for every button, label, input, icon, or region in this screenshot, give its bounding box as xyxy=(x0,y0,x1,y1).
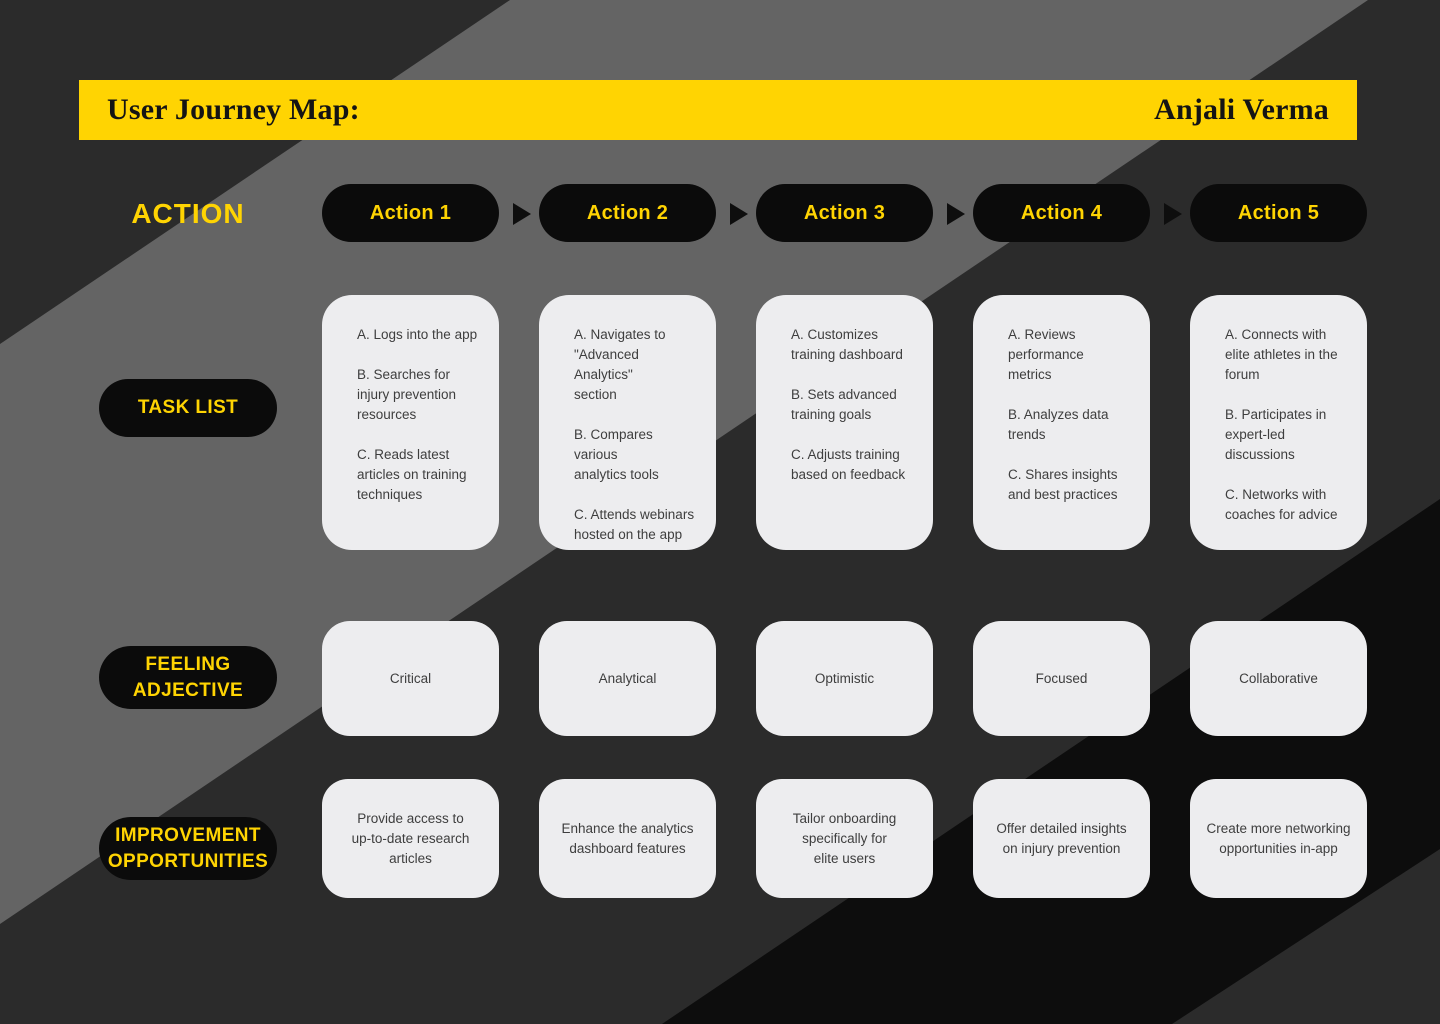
action-pill-4: Action 4 xyxy=(973,184,1150,242)
feeling-card-2: Analytical xyxy=(539,621,716,736)
feeling-card-4: Focused xyxy=(973,621,1150,736)
arrow-right-icon xyxy=(513,203,531,225)
action-pill-3: Action 3 xyxy=(756,184,933,242)
feeling-card-3: Optimistic xyxy=(756,621,933,736)
task-item: A. Navigates to "Advanced Analytics" sec… xyxy=(574,327,666,402)
row-label-feeling-adjective: FEELING ADJECTIVE xyxy=(99,646,277,709)
task-item: C. Attends webinars hosted on the app xyxy=(574,507,695,542)
task-card-4: A. Reviews performance metrics B. Analyz… xyxy=(973,295,1150,550)
task-card-2: A. Navigates to "Advanced Analytics" sec… xyxy=(539,295,716,550)
improvement-card-5: Create more networking opportunities in-… xyxy=(1190,779,1367,898)
task-item: C. Reads latest articles on training tec… xyxy=(357,447,467,502)
task-item: B. Sets advanced training goals xyxy=(791,387,897,422)
arrow-right-icon xyxy=(730,203,748,225)
action-pill-5: Action 5 xyxy=(1190,184,1367,242)
header-bar: User Journey Map: Anjali Verma xyxy=(79,80,1357,140)
author-name: Anjali Verma xyxy=(1154,93,1329,126)
task-item: B. Analyzes data trends xyxy=(1008,407,1109,442)
row-label-action: ACTION xyxy=(131,198,245,229)
task-item: C. Shares insights and best practices xyxy=(1008,467,1118,502)
task-card-3: A. Customizes training dashboard B. Sets… xyxy=(756,295,933,550)
task-item: A. Connects with elite athletes in the f… xyxy=(1225,327,1338,382)
task-item: A. Customizes training dashboard xyxy=(791,327,903,362)
row-label-task-list: TASK LIST xyxy=(99,379,277,437)
row-label-improvement-opportunities: IMPROVEMENT OPPORTUNITIES xyxy=(99,817,277,880)
task-card-5: A. Connects with elite athletes in the f… xyxy=(1190,295,1367,550)
feeling-card-5: Collaborative xyxy=(1190,621,1367,736)
task-item: A. Logs into the app xyxy=(357,327,478,342)
task-item: A. Reviews performance metrics xyxy=(1008,327,1084,382)
task-item: B. Participates in expert-led discussion… xyxy=(1225,407,1327,462)
improvement-card-4: Offer detailed insights on injury preven… xyxy=(973,779,1150,898)
feeling-card-1: Critical xyxy=(322,621,499,736)
arrow-right-icon xyxy=(1164,203,1182,225)
task-item: C. Networks with coaches for advice xyxy=(1225,487,1338,522)
improvement-card-3: Tailor onboarding specifically for elite… xyxy=(756,779,933,898)
improvement-card-1: Provide access to up-to-date research ar… xyxy=(322,779,499,898)
arrow-right-icon xyxy=(947,203,965,225)
action-pill-2: Action 2 xyxy=(539,184,716,242)
task-card-1: A. Logs into the app B. Searches for inj… xyxy=(322,295,499,550)
page-title: User Journey Map: xyxy=(107,93,360,126)
task-item: C. Adjusts training based on feedback xyxy=(791,447,906,482)
improvement-card-2: Enhance the analytics dashboard features xyxy=(539,779,716,898)
task-item: B. Searches for injury prevention resour… xyxy=(357,367,457,422)
action-pill-1: Action 1 xyxy=(322,184,499,242)
task-item: B. Compares various analytics tools xyxy=(574,427,659,482)
